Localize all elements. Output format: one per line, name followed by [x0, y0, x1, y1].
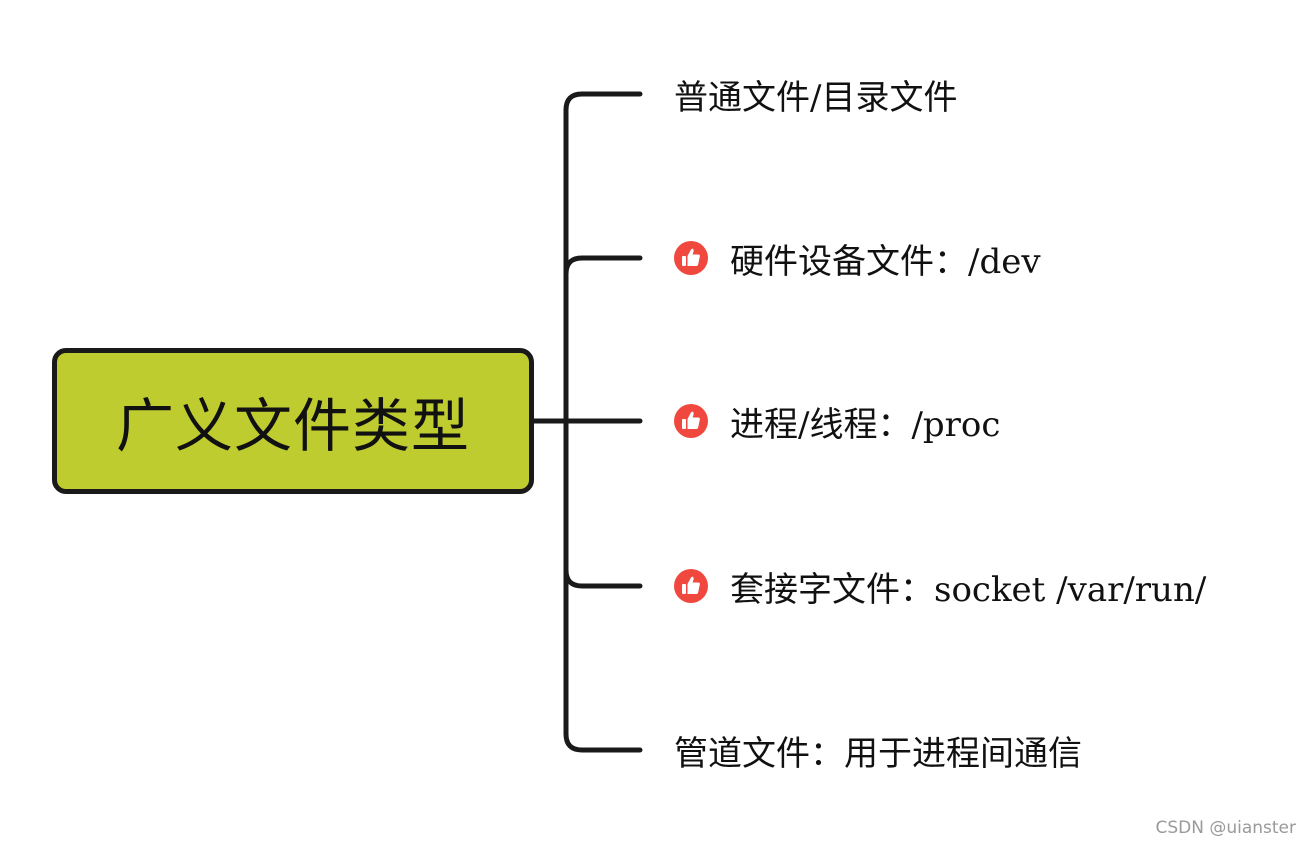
branch-label: 管道文件：用于进程间通信: [674, 733, 1082, 774]
branch-connector-2: [563, 255, 643, 277]
thumbs-up-icon: [674, 404, 708, 438]
branch-label: 硬件设备文件：/dev: [730, 241, 1041, 282]
branch-item[interactable]: 普通文件/目录文件: [674, 69, 957, 119]
root-label: 广义文件类型: [115, 392, 470, 460]
branch-label: 普通文件/目录文件: [674, 77, 958, 118]
branch-item[interactable]: 管道文件：用于进程间通信: [674, 725, 1082, 775]
branch-connector-4: [563, 567, 643, 589]
branch-label: 进程/线程：/proc: [730, 404, 1001, 445]
thumbs-up-icon: [674, 569, 708, 603]
watermark: CSDN @uianster: [1155, 818, 1296, 838]
root-node[interactable]: 广义文件类型: [52, 348, 534, 494]
branch-label: 套接字文件：socket /var/run/: [730, 569, 1207, 610]
branch-item[interactable]: 进程/线程：/proc: [674, 396, 1000, 446]
branch-item[interactable]: 硬件设备文件：/dev: [674, 233, 1041, 283]
thumbs-up-icon: [674, 241, 708, 275]
branch-item[interactable]: 套接字文件：socket /var/run/: [674, 561, 1206, 611]
